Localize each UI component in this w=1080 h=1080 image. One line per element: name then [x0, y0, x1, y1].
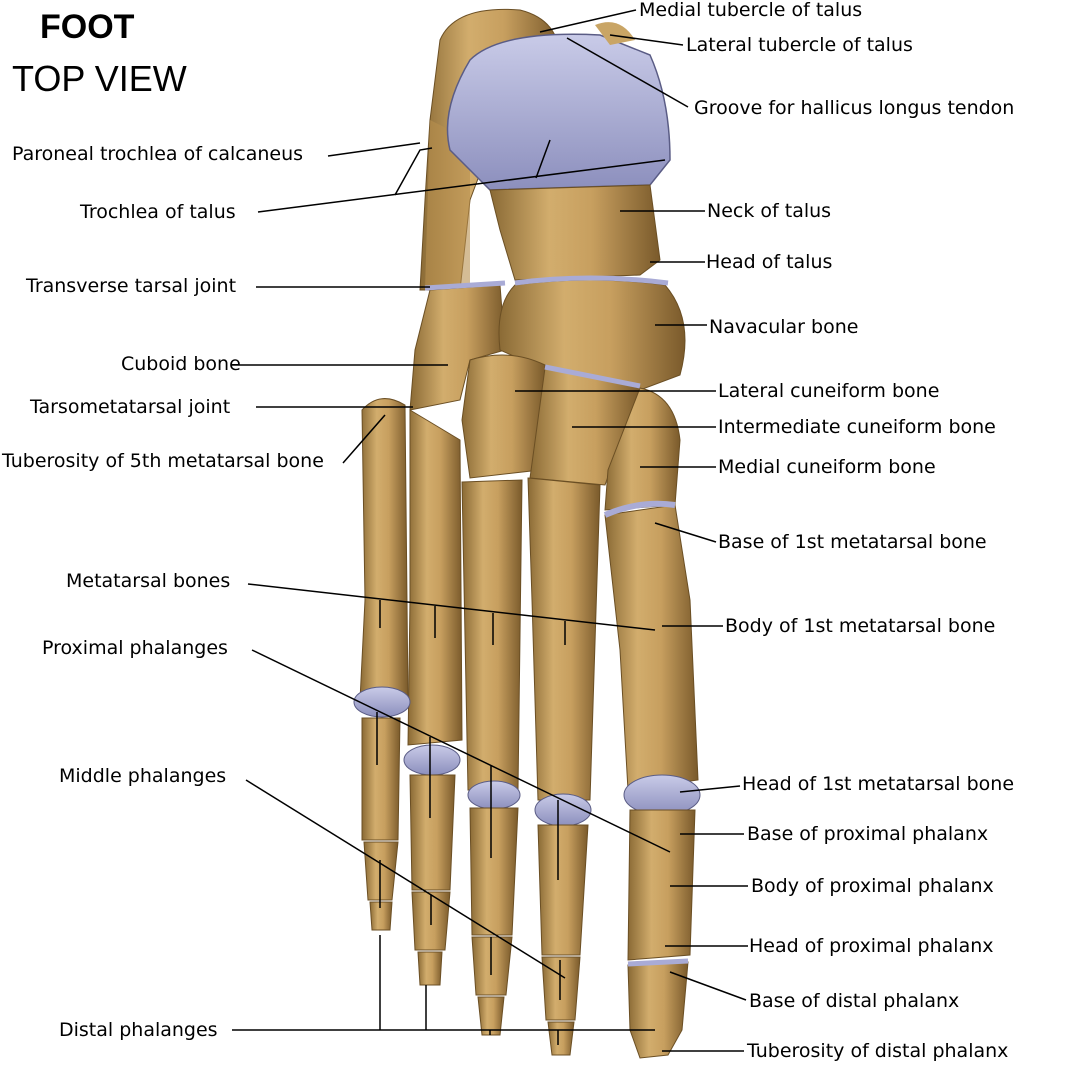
label-tarsometatarsal: Tarsometatarsal joint: [30, 396, 231, 418]
label-base-prox-phalanx: Base of proximal phalanx: [747, 823, 989, 845]
label-head-prox-phalanx: Head of proximal phalanx: [749, 935, 994, 957]
label-base-1st-meta: Base of 1st metatarsal bone: [718, 531, 987, 553]
label-medial-cuneiform: Medial cuneiform bone: [718, 456, 936, 478]
label-paroneal-trochlea: Paroneal trochlea of calcaneus: [12, 143, 304, 165]
diagram-title: FOOT: [40, 8, 135, 46]
cuboid: [409, 280, 506, 411]
label-medial-tubercle-talus: Medial tubercle of talus: [639, 0, 863, 21]
label-lateral-tubercle-talus: Lateral tubercle of talus: [686, 34, 913, 56]
label-tuberosity-distal-phalanx: Tuberosity of distal phalanx: [747, 1040, 1009, 1062]
label-trochlea-talus: Trochlea of talus: [80, 201, 236, 223]
label-tuberosity-5th: Tuberosity of 5th metatarsal bone: [2, 450, 324, 472]
label-head-1st-meta: Head of 1st metatarsal bone: [742, 773, 1015, 795]
metatarsals: [353, 398, 701, 827]
label-base-distal-phalanx: Base of distal phalanx: [749, 990, 960, 1012]
label-proximal-phalanges: Proximal phalanges: [42, 637, 228, 659]
label-distal-phalanges: Distal phalanges: [59, 1019, 218, 1041]
label-metatarsal-bones: Metatarsal bones: [66, 570, 231, 592]
label-neck-talus: Neck of talus: [707, 200, 832, 222]
navicular: [498, 275, 686, 391]
phalanges: [361, 717, 696, 1059]
label-groove-hallicus: Groove for hallicus longus tendon: [694, 97, 1015, 119]
label-transverse-tarsal: Transverse tarsal joint: [26, 275, 237, 297]
label-intermediate-cuneiform: Intermediate cuneiform bone: [718, 416, 996, 438]
label-body-1st-meta: Body of 1st metatarsal bone: [725, 615, 996, 637]
label-body-prox-phalanx: Body of proximal phalanx: [751, 875, 994, 897]
label-lateral-cuneiform: Lateral cuneiform bone: [718, 380, 940, 402]
label-cuboid: Cuboid bone: [121, 353, 241, 375]
label-navacular: Navacular bone: [709, 316, 859, 338]
label-head-talus: Head of talus: [706, 251, 833, 273]
talus: [446, 22, 671, 281]
label-middle-phalanges: Middle phalanges: [59, 765, 227, 787]
leader-lines: [232, 9, 748, 1052]
diagram-subtitle: TOP VIEW: [12, 58, 187, 99]
